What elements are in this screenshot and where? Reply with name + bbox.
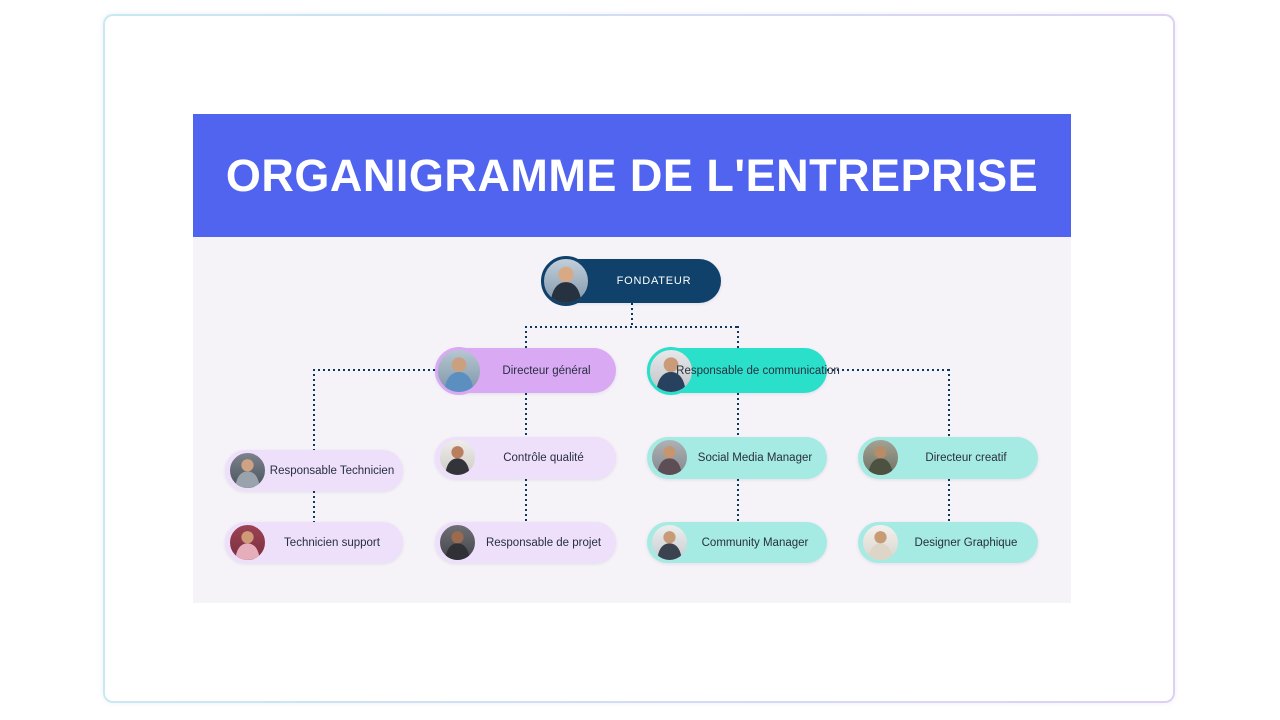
avatar-photo: [437, 522, 478, 563]
org-node-responsable-projet[interactable]: Responsable de projet: [435, 522, 616, 563]
connector-line: [525, 326, 739, 328]
node-label: Social Media Manager: [697, 452, 813, 464]
node-label: Contrôle qualité: [503, 452, 584, 464]
connector-line: [737, 479, 739, 522]
connector-line: [631, 303, 633, 327]
org-node-controle-qualite[interactable]: Contrôle qualité: [435, 437, 616, 479]
document-page: ORGANIGRAMME DE L'ENTREPRISE FONDATEUR: [105, 16, 1173, 701]
avatar-photo: [647, 346, 695, 395]
node-label: Technicien support: [284, 536, 380, 549]
avatar-photo: [541, 256, 591, 306]
org-node-directeur-general[interactable]: Directeur général: [435, 346, 616, 395]
connector-line: [313, 369, 437, 371]
node-label: Responsable de projet: [485, 536, 602, 549]
node-label: FONDATEUR: [616, 275, 692, 287]
node-label: Directeur général: [502, 364, 591, 377]
connector-line: [827, 369, 948, 371]
avatar-photo: [227, 450, 268, 491]
node-label: Designer Graphique: [914, 536, 1018, 549]
page-card-border: ORGANIGRAMME DE L'ENTREPRISE FONDATEUR: [103, 14, 1175, 703]
connector-line: [948, 369, 950, 437]
avatar-photo: [437, 437, 478, 478]
node-label: Responsable Technicien: [269, 464, 395, 477]
avatar-photo: [435, 346, 483, 395]
org-node-fondateur[interactable]: FONDATEUR: [541, 256, 721, 306]
org-node-community-manager[interactable]: Community Manager: [647, 522, 827, 563]
connector-line: [737, 326, 739, 348]
org-node-responsable-technicien[interactable]: Responsable Technicien: [225, 450, 403, 491]
connector-line: [313, 369, 315, 450]
org-node-social-media-manager[interactable]: Social Media Manager: [647, 437, 827, 479]
page-title: ORGANIGRAMME DE L'ENTREPRISE: [225, 149, 1039, 201]
avatar-photo: [860, 437, 901, 478]
connector-line: [525, 326, 527, 348]
org-node-designer-graphique[interactable]: Designer Graphique: [858, 522, 1038, 563]
node-label: Directeur creatif: [925, 452, 1007, 464]
node-label: Responsable de communication: [676, 364, 840, 377]
node-label: Community Manager: [701, 536, 809, 549]
org-node-directeur-creatif[interactable]: Directeur creatif: [858, 437, 1038, 479]
avatar-photo: [649, 437, 690, 478]
avatar-photo: [649, 522, 690, 563]
connector-line: [525, 479, 527, 522]
connector-line: [525, 393, 527, 437]
avatar-photo: [227, 522, 268, 563]
org-node-responsable-communication[interactable]: Responsable de communication: [647, 346, 840, 395]
connector-line: [313, 491, 315, 522]
connector-line: [737, 393, 739, 437]
title-banner: ORGANIGRAMME DE L'ENTREPRISE: [193, 114, 1071, 237]
org-node-technicien-support[interactable]: Technicien support: [225, 522, 403, 563]
connector-line: [948, 479, 950, 522]
avatar-photo: [860, 522, 901, 563]
